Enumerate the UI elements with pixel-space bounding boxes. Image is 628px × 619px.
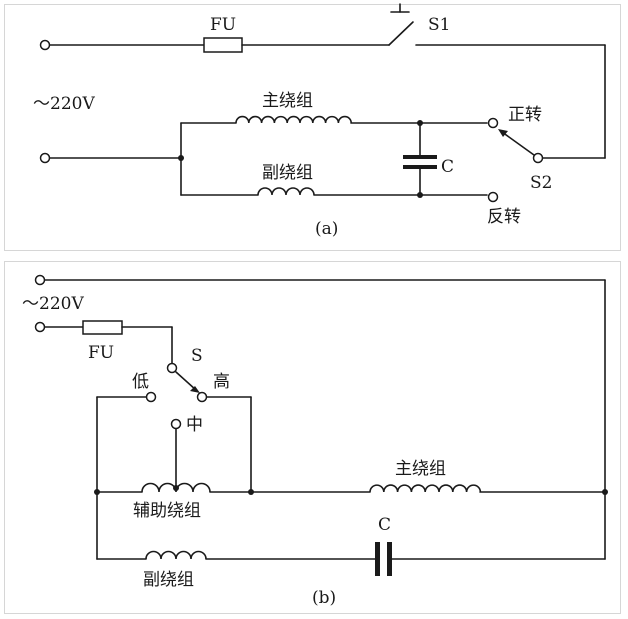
forward-label: 正转 bbox=[508, 105, 542, 125]
supply-terminal-top bbox=[34, 274, 46, 286]
capacitor-label: C bbox=[378, 515, 391, 535]
diagram-a-frame bbox=[4, 4, 621, 251]
switch-s1-label: S1 bbox=[428, 15, 450, 35]
diagram-b: ～220V FU S 低 高 中 辅助绕组 主绕组 C 副绕组 (b) bbox=[4, 261, 621, 614]
switch-s-common-terminal bbox=[166, 362, 178, 374]
capacitor-plate bbox=[403, 165, 437, 169]
supply-terminal-bottom bbox=[39, 152, 51, 164]
mid-speed-label: 中 bbox=[186, 415, 203, 435]
high-speed-terminal bbox=[196, 391, 208, 403]
capacitor-plate bbox=[375, 542, 380, 576]
switch-s2-label: S2 bbox=[530, 173, 552, 193]
switch-s-blade bbox=[175, 371, 197, 391]
switch-s2-blade bbox=[501, 131, 535, 156]
diagram-a: FU S1 ～220V 主绕组 副绕组 C 正转 S2 反转 (a) bbox=[4, 3, 621, 251]
diagram-b-frame bbox=[4, 261, 621, 614]
auxiliary-winding-label: 辅助绕组 bbox=[133, 501, 201, 521]
capacitor-plate bbox=[387, 542, 392, 576]
supply-terminal-bottom bbox=[34, 321, 46, 333]
high-speed-label: 高 bbox=[213, 372, 230, 392]
low-speed-label: 低 bbox=[132, 372, 149, 392]
voltage-label: ～220V bbox=[22, 294, 84, 314]
forward-terminal bbox=[487, 117, 499, 129]
switch-s1-blade bbox=[388, 21, 414, 46]
aux-winding-label: 副绕组 bbox=[143, 570, 194, 590]
main-winding-label: 主绕组 bbox=[262, 91, 313, 111]
fuse-label: FU bbox=[210, 15, 236, 35]
reverse-terminal bbox=[487, 191, 499, 203]
main-winding-coil bbox=[235, 115, 352, 124]
capacitor-plate bbox=[403, 155, 437, 159]
switch-s-label: S bbox=[191, 346, 203, 366]
aux-winding-coil bbox=[145, 550, 207, 560]
switch-s2-common-terminal bbox=[532, 152, 544, 164]
aux-winding-coil bbox=[257, 187, 315, 196]
supply-terminal-top bbox=[39, 39, 51, 51]
capacitor-label: C bbox=[441, 157, 454, 177]
reverse-label: 反转 bbox=[487, 207, 521, 227]
switch-s-arrow bbox=[190, 386, 200, 393]
mid-speed-terminal bbox=[170, 418, 182, 430]
fuse-label: FU bbox=[88, 343, 114, 363]
voltage-label: ～220V bbox=[33, 94, 95, 114]
fuse-symbol bbox=[82, 320, 123, 335]
main-winding-label: 主绕组 bbox=[395, 459, 446, 479]
aux-winding-label: 副绕组 bbox=[262, 163, 313, 183]
low-speed-terminal bbox=[145, 391, 157, 403]
caption-a: (a) bbox=[315, 219, 338, 239]
junction-dot bbox=[602, 489, 608, 495]
caption-b: (b) bbox=[312, 588, 336, 608]
main-winding-coil bbox=[369, 484, 482, 493]
auxiliary-winding-coil bbox=[141, 482, 211, 493]
switch-s2-arrow bbox=[498, 129, 508, 137]
fuse-symbol bbox=[203, 37, 243, 53]
